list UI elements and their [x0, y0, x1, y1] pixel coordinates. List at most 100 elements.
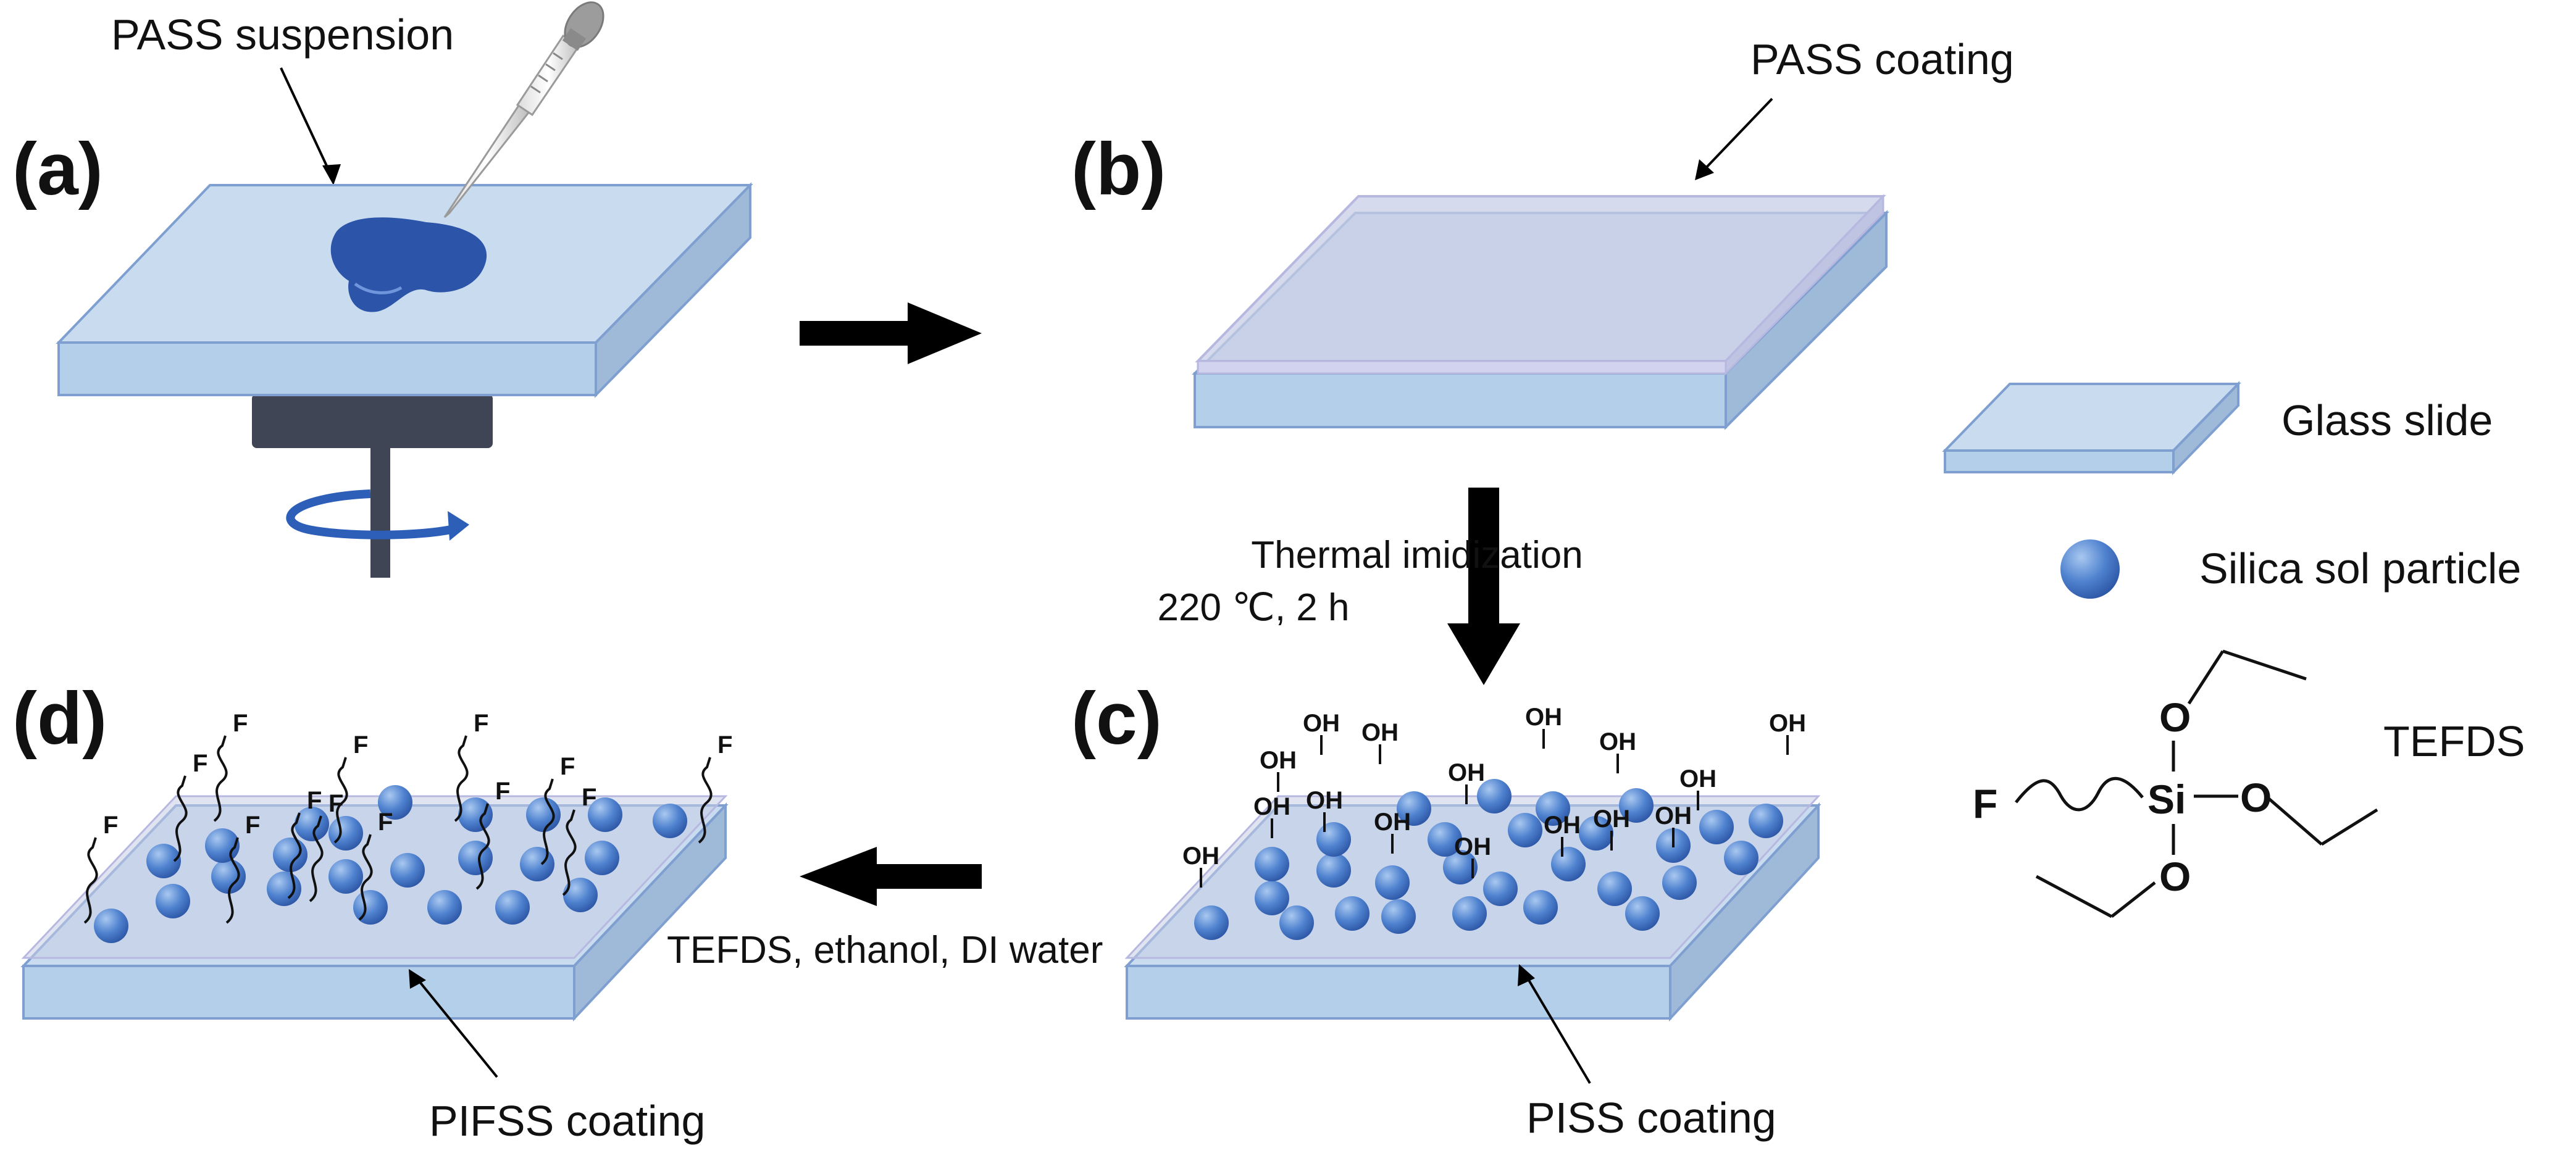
- legend: Glass slide Silica sol particle F Si O O…: [1942, 381, 2525, 918]
- panel-a-label: (a): [12, 128, 103, 210]
- silica-particle: [1699, 810, 1734, 844]
- piss-coating-pointer: [1524, 973, 1591, 1084]
- fluoroalkyl-chain: [287, 812, 302, 899]
- hydroxyl-group: OH: [1679, 765, 1717, 793]
- arrow-c-to-d: [800, 847, 982, 906]
- silica-particle: [1477, 779, 1512, 813]
- pass-suspension-pointer: [280, 67, 335, 181]
- fluoro-group: F: [103, 812, 118, 839]
- fluoroalkyl-chain: [540, 778, 555, 865]
- arrow-a-to-b: [800, 302, 982, 364]
- legend-particle-label: Silica sol particle: [2199, 544, 2521, 593]
- tefds-fluorine: F: [1973, 781, 1997, 826]
- step-imidization-line2: 220 ℃, 2 h: [1158, 586, 1350, 629]
- silica-particle: [328, 859, 363, 894]
- step-imidization-line1: Thermal imidization: [1251, 534, 1583, 576]
- silica-particle: [1619, 788, 1654, 823]
- silica-particle: [427, 890, 462, 925]
- spin-coater-chuck: [252, 394, 493, 448]
- hydroxyl-group: OH: [1260, 747, 1297, 774]
- fluoroalkyl-chain: [333, 757, 348, 844]
- silica-particle: [1551, 847, 1586, 881]
- fluoroalkyl-chain: [173, 775, 188, 862]
- silica-particle: [520, 847, 554, 881]
- legend-particle-icon: [2060, 539, 2120, 599]
- hydroxyl-group: OH: [1303, 710, 1340, 737]
- rotation-arrow: [286, 489, 458, 539]
- pass-suspension-droplet: [330, 217, 487, 312]
- silica-particle: [1335, 896, 1370, 931]
- silica-particle: [1579, 816, 1613, 851]
- tefds-oxygen-right: O: [2240, 775, 2272, 820]
- spin-coater-shaft: [370, 448, 390, 578]
- glass-slide-d: [20, 795, 729, 1022]
- silica-particle: [1749, 804, 1783, 838]
- silica-particle: [588, 797, 622, 832]
- silica-particle: [267, 872, 301, 906]
- fluoro-group: F: [353, 731, 368, 759]
- particles-c: [1194, 779, 1783, 940]
- droplet-highlight: [354, 282, 403, 294]
- silica-particle: [653, 804, 687, 838]
- rotation-arrow-head: [448, 511, 469, 541]
- fluoro-group: F: [495, 778, 510, 805]
- silica-particle: [295, 807, 329, 841]
- silica-particle: [1597, 872, 1632, 906]
- fluoroalkyl-chain: [83, 837, 98, 924]
- silica-particle: [1375, 865, 1410, 900]
- pifss-coating-pointer: [416, 977, 498, 1078]
- hydroxyl-group: OH: [1182, 842, 1219, 870]
- hydroxyl-group: OH: [1599, 728, 1636, 755]
- pipette-icon: [443, 1, 604, 218]
- pass-coating-pointer: [1703, 98, 1773, 171]
- pass-suspension-label: PASS suspension: [111, 10, 454, 59]
- silica-particle: [1255, 847, 1289, 881]
- piss-coating-label: PISS coating: [1526, 1094, 1776, 1142]
- panel-a: (a) PASS suspension: [12, 1, 753, 578]
- fluoro-group: F: [307, 787, 322, 814]
- fluoro-group: F: [245, 812, 260, 839]
- fluoroalkyl-chain: [358, 834, 373, 921]
- silica-particle: [1508, 813, 1542, 847]
- silica-particle: [1483, 872, 1518, 906]
- panel-d-label: (d): [12, 677, 107, 760]
- silica-particle: [1255, 881, 1289, 915]
- panel-b-label: (b): [1071, 128, 1166, 210]
- silica-particle: [1724, 841, 1758, 875]
- silica-particle: [1397, 791, 1431, 826]
- piss-coating-pointer-head: [1518, 964, 1535, 986]
- pass-suspension-pointer-head: [322, 164, 341, 185]
- fluoro-group: F: [328, 790, 343, 817]
- fluoroalkyl-chain: [309, 815, 324, 902]
- silica-particle: [585, 841, 619, 875]
- pass-coating-layer: [1195, 194, 1886, 376]
- fluoroalkyl-chain: [475, 803, 490, 890]
- pass-coating-label: PASS coating: [1750, 35, 2014, 83]
- fluoroalkyl-chain: [213, 735, 228, 822]
- silica-particle: [1443, 850, 1478, 884]
- silica-particle: [211, 859, 246, 894]
- fluoro-group: F: [560, 753, 575, 780]
- silica-particle: [1279, 905, 1314, 940]
- hydroxyl-group: OH: [1374, 809, 1411, 836]
- panel-b: (b) PASS coating: [1071, 35, 2014, 430]
- legend-glass-slide-icon: [1942, 381, 2241, 475]
- hydroxyl-group: OH: [1544, 812, 1581, 839]
- silica-particle: [458, 797, 493, 832]
- fluoroalkyl-chain: [454, 735, 469, 822]
- hydroxyl-group: OH: [1361, 719, 1399, 746]
- legend-glass-slide-label: Glass slide: [2281, 396, 2493, 444]
- hydroxyl-group: OH: [1454, 833, 1491, 860]
- silica-particle: [526, 797, 561, 832]
- hydroxyl-group: OH: [1253, 793, 1290, 820]
- hydroxyl-group: OH: [1448, 759, 1485, 786]
- hydroxyl-group: OH: [1769, 710, 1806, 737]
- hydroxyl-group: OH: [1655, 802, 1692, 830]
- silica-particle: [1428, 822, 1462, 857]
- fluoroalkyl-chain: [225, 837, 240, 924]
- tefds-silicon: Si: [2147, 776, 2186, 822]
